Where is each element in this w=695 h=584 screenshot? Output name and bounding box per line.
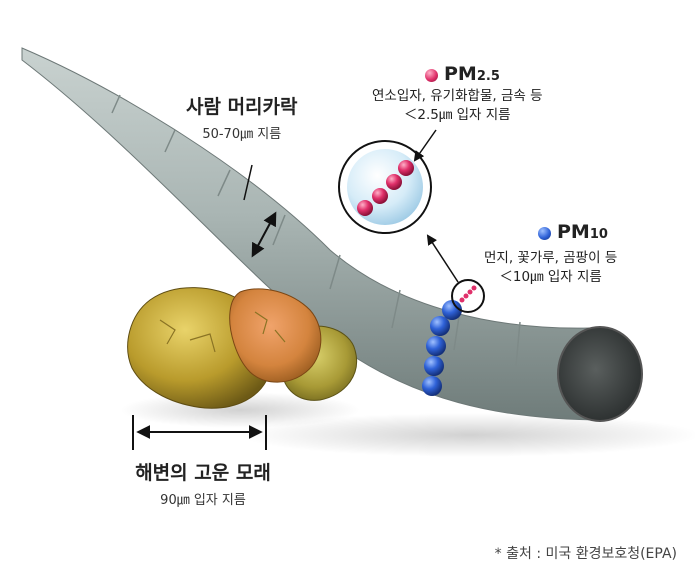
sand-grain-2 [229,288,322,383]
sand-grains [127,287,357,409]
pm10-title: PM10 [557,221,608,243]
sand-width-arrow [132,415,267,450]
pm25-title: PM2.5 [444,63,500,85]
pm25-magnify-spot [451,279,485,313]
magnify-arrow [426,234,459,283]
hair-strand [21,47,643,422]
pm10-legend-dot [538,227,551,240]
pm10-desc-line2: ＜10㎛ 입자 지름 [499,269,602,286]
pm25-desc-line1: 연소입자, 유기화합물, 금속 등 [372,88,543,104]
hair-size: 50-70㎛ 지름 [202,126,282,142]
pm10-particles [422,300,462,396]
pm25-description: 연소입자, 유기화합물, 금속 등 ＜2.5㎛ 입자 지름 [372,88,543,123]
hair-label: 사람 머리카락 50-70㎛ 지름 [186,96,298,142]
source-caption: * 출처 : 미국 환경보호청(EPA) [494,546,677,562]
pm10-label: PM10 [538,221,608,244]
pm25-legend-dot [425,69,438,82]
hair-shadow [240,413,695,457]
pm10-desc-line1: 먼지, 꽃가루, 곰팡이 등 [484,250,618,266]
pm25-magnified-view [338,140,432,234]
sand-size: 90㎛ 입자 지름 [160,492,246,508]
pm25-desc-line2: ＜2.5㎛ 입자 지름 [403,107,511,124]
pm25-label: PM2.5 [425,63,500,86]
hair-title: 사람 머리카락 [186,96,298,118]
hair-leader-line [243,164,253,201]
hair-cross-section [557,326,643,422]
sand-title: 해변의 고운 모래 [135,462,271,484]
pm25-pointer-arrow [413,129,437,162]
sand-label: 해변의 고운 모래 90㎛ 입자 지름 [108,462,298,508]
pm10-description: 먼지, 꽃가루, 곰팡이 등 ＜10㎛ 입자 지름 [484,250,617,285]
hair-width-arrow [251,211,277,258]
